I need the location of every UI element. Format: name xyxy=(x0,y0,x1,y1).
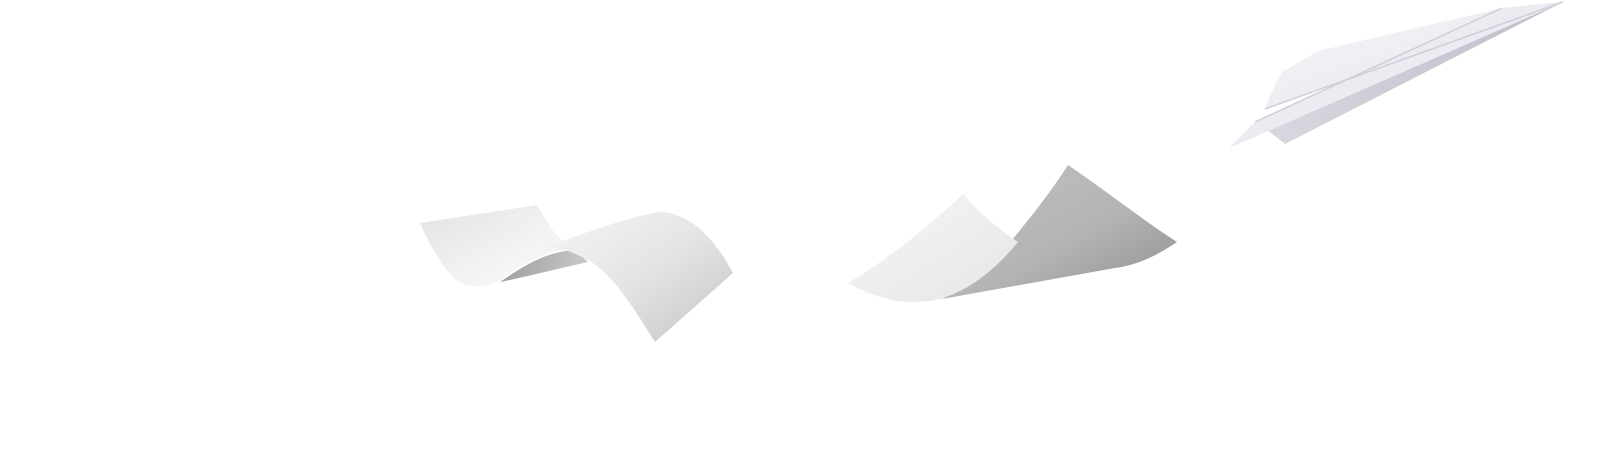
paper-right-front-side xyxy=(848,194,1018,302)
paper-left-first-fold xyxy=(420,205,570,287)
paper-airplane xyxy=(1229,1,1564,148)
curled-paper-left xyxy=(420,205,733,342)
paper-left-back-shadow xyxy=(500,250,588,282)
paper-left-second-fold xyxy=(545,212,733,342)
airplane-body-fold xyxy=(1229,2,1563,148)
airplane-crease xyxy=(1254,1,1564,123)
paper-right-back-side xyxy=(942,165,1177,299)
curled-paper-right xyxy=(848,165,1177,302)
